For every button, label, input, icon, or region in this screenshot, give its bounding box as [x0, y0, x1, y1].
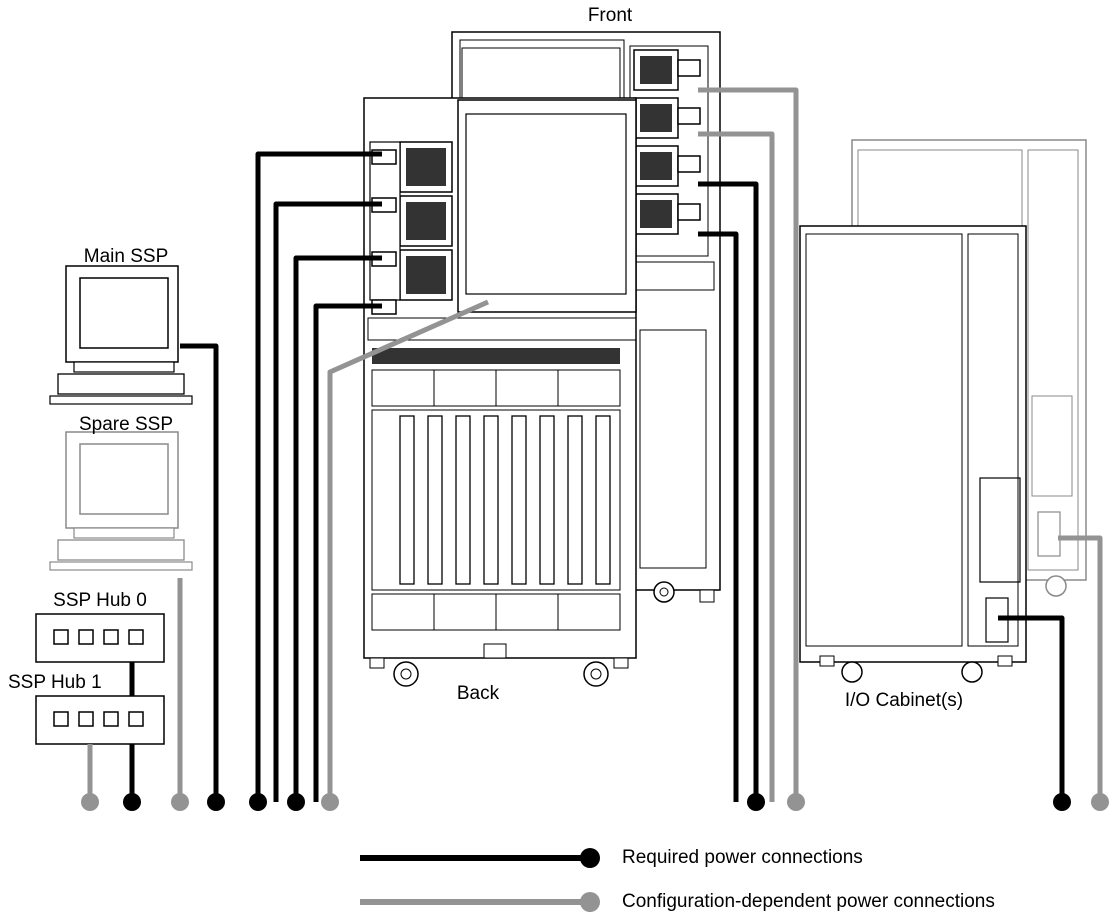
legend-config-plug: [580, 892, 600, 912]
main-ssp-computer: [50, 266, 192, 404]
plug-required: [249, 793, 267, 811]
legend-required-label: Required power connections: [622, 847, 863, 869]
cable-main-ssp-required: [180, 346, 216, 802]
plug-required: [123, 793, 141, 811]
plug-config: [321, 793, 339, 811]
back-power-supplies: [370, 142, 452, 314]
plug-config: [1091, 793, 1109, 811]
hub0-label: SSP Hub 0: [53, 590, 147, 612]
spare-ssp-label: Spare SSP: [79, 414, 173, 436]
plug-config: [787, 793, 805, 811]
plug-required: [747, 793, 765, 811]
front-label: Front: [588, 5, 632, 27]
legend-samples: [360, 848, 600, 912]
plug-config: [171, 793, 189, 811]
io-cabinet-front: [800, 226, 1026, 682]
legend-required-plug: [580, 848, 600, 868]
legend-config-label: Configuration-dependent power connection…: [622, 891, 995, 913]
plug-required: [287, 793, 305, 811]
io-cabinet-label: I/O Cabinet(s): [845, 690, 963, 712]
main-ssp-label: Main SSP: [84, 246, 168, 268]
plug-required: [1053, 793, 1071, 811]
back-cabinet-wheels: [370, 658, 628, 686]
spare-ssp-computer: [50, 432, 192, 570]
ssp-hub-1: [36, 696, 164, 744]
plug-ends: [81, 793, 1109, 811]
hub1-label: SSP Hub 1: [8, 672, 102, 694]
ssp-hub-0: [36, 614, 164, 662]
plug-config: [81, 793, 99, 811]
plug-required: [207, 793, 225, 811]
back-label: Back: [457, 683, 499, 705]
